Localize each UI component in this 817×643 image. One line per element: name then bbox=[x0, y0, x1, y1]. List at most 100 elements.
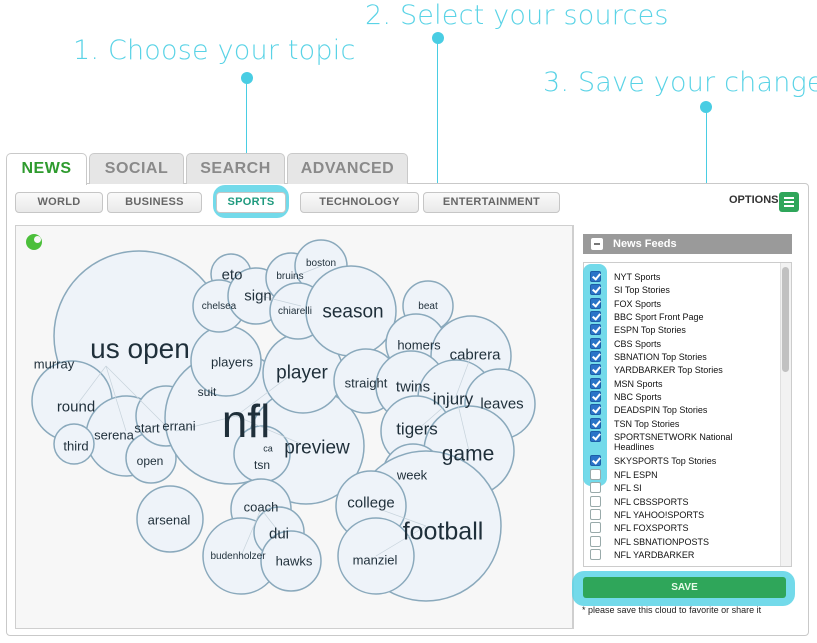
feed-checkbox[interactable] bbox=[590, 404, 601, 415]
feed-label: SI Top Stories bbox=[614, 285, 670, 295]
feed-checkbox[interactable] bbox=[590, 455, 601, 466]
word-arsenal[interactable]: arsenal bbox=[147, 512, 191, 528]
feed-checkbox[interactable] bbox=[590, 391, 601, 402]
word-tsn[interactable]: tsn bbox=[253, 458, 271, 472]
callout-save-changes: 3. Save your changes bbox=[543, 67, 817, 98]
feed-checkbox[interactable] bbox=[590, 549, 601, 560]
feed-checkbox[interactable] bbox=[590, 509, 601, 520]
word-manziel[interactable]: manziel bbox=[352, 552, 398, 568]
feed-label: FOX Sports bbox=[614, 299, 662, 309]
feed-checkbox[interactable] bbox=[590, 496, 601, 507]
word-us-open[interactable]: us open bbox=[90, 333, 190, 364]
feed-checkbox[interactable] bbox=[590, 271, 601, 282]
subtab-business[interactable]: BUSINESS bbox=[107, 192, 202, 213]
word-homers[interactable]: homers bbox=[397, 337, 441, 353]
feed-label: NFL YAHOO!SPORTS bbox=[614, 510, 705, 520]
tab-news[interactable]: NEWS bbox=[6, 153, 87, 185]
word-players[interactable]: players bbox=[211, 354, 253, 370]
word-chelsea[interactable]: chelsea bbox=[201, 301, 237, 312]
feed-checkbox[interactable] bbox=[590, 536, 601, 547]
feed-checkbox[interactable] bbox=[590, 469, 601, 480]
save-button[interactable]: SAVE bbox=[583, 577, 786, 598]
word-hawks[interactable]: hawks bbox=[275, 553, 313, 569]
options-menu-icon[interactable] bbox=[779, 192, 799, 212]
feed-checkbox[interactable] bbox=[590, 324, 601, 335]
word-player[interactable]: player bbox=[276, 362, 328, 384]
feeds-scrollbar[interactable] bbox=[780, 263, 791, 566]
word-coach[interactable]: coach bbox=[243, 499, 279, 515]
word-bruins[interactable]: bruins bbox=[276, 271, 304, 282]
word-injury[interactable]: injury bbox=[432, 389, 474, 409]
tab-search[interactable]: SEARCH bbox=[186, 153, 285, 184]
word-open[interactable]: open bbox=[136, 454, 164, 468]
bubble-group bbox=[31, 239, 536, 602]
bubble-third bbox=[53, 423, 95, 465]
word-chiarelli[interactable]: chiarelli bbox=[278, 306, 312, 317]
callout-dot-sources bbox=[432, 32, 444, 44]
feed-label: YARDBARKER Top Stories bbox=[614, 365, 723, 375]
word-leaves[interactable]: leaves bbox=[480, 395, 524, 413]
word-eto[interactable]: eto bbox=[221, 266, 243, 284]
word-twins[interactable]: twins bbox=[395, 378, 431, 396]
feed-checkbox[interactable] bbox=[590, 431, 601, 442]
subtab-world[interactable]: WORLD bbox=[15, 192, 103, 213]
news-feeds-header[interactable]: News Feeds bbox=[583, 234, 792, 254]
feed-label: NFL ESPN bbox=[614, 470, 658, 480]
word-budenholzer[interactable]: budenholzer bbox=[210, 551, 266, 562]
feeds-scrollbar-thumb[interactable] bbox=[782, 267, 789, 372]
word-nfl[interactable]: nfl bbox=[221, 395, 271, 447]
word-season[interactable]: season bbox=[322, 301, 384, 323]
word-suit[interactable]: suit bbox=[197, 385, 217, 399]
word-errani[interactable]: errani bbox=[162, 418, 196, 434]
word-dui[interactable]: dui bbox=[268, 525, 290, 543]
options-label: OPTIONS bbox=[729, 194, 779, 206]
word-start[interactable]: start bbox=[134, 420, 160, 436]
feed-checkbox[interactable] bbox=[590, 378, 601, 389]
feed-label: BBC Sport Front Page bbox=[614, 312, 704, 322]
tab-advanced[interactable]: ADVANCED bbox=[287, 153, 408, 184]
word-sign[interactable]: sign bbox=[244, 287, 272, 305]
word-murray[interactable]: murray bbox=[33, 356, 75, 372]
feed-label: CBS Sports bbox=[614, 339, 662, 349]
word-cabrera[interactable]: cabrera bbox=[449, 346, 501, 364]
subtab-technology[interactable]: TECHNOLOGY bbox=[300, 192, 419, 213]
feed-label: NFL SBNATIONPOSTS bbox=[614, 537, 710, 547]
feed-checkbox[interactable] bbox=[590, 351, 601, 362]
word-boston[interactable]: boston bbox=[305, 258, 337, 269]
feed-label: ESPN Top Stories bbox=[614, 325, 686, 335]
word-week[interactable]: week bbox=[396, 467, 428, 483]
feed-label: NFL CBSSPORTS bbox=[614, 497, 689, 507]
word-game[interactable]: game bbox=[441, 442, 495, 466]
feed-label: NYT Sports bbox=[614, 272, 661, 282]
feed-checkbox[interactable] bbox=[590, 338, 601, 349]
word-ca[interactable]: ca bbox=[263, 443, 273, 454]
save-note: * please save this cloud to favorite or … bbox=[582, 605, 762, 615]
feed-checkbox[interactable] bbox=[590, 364, 601, 375]
feed-label: TSN Top Stories bbox=[614, 419, 680, 429]
subtab-sports[interactable]: SPORTS bbox=[216, 192, 286, 213]
feed-checkbox[interactable] bbox=[590, 284, 601, 295]
collapse-minus-icon[interactable] bbox=[591, 238, 603, 250]
feed-checkbox[interactable] bbox=[590, 418, 601, 429]
feed-checkbox[interactable] bbox=[590, 482, 601, 493]
bubble-hawks bbox=[260, 530, 322, 592]
subtab-entertainment[interactable]: ENTERTAINMENT bbox=[423, 192, 560, 213]
tab-social[interactable]: SOCIAL bbox=[89, 153, 184, 184]
word-round[interactable]: round bbox=[56, 398, 96, 416]
word-beat[interactable]: beat bbox=[418, 301, 438, 312]
word-tigers[interactable]: tigers bbox=[396, 419, 438, 439]
feed-checkbox[interactable] bbox=[590, 298, 601, 309]
word-college[interactable]: college bbox=[347, 494, 395, 512]
word-serena[interactable]: serena bbox=[94, 427, 134, 443]
feed-checkbox[interactable] bbox=[590, 311, 601, 322]
callout-dot-topic bbox=[241, 72, 253, 84]
feed-label: SPORTSNETWORK National Headlines bbox=[614, 432, 733, 452]
word-straight[interactable]: straight bbox=[344, 375, 388, 391]
word-preview[interactable]: preview bbox=[284, 437, 350, 459]
bubble-shapes bbox=[31, 239, 536, 602]
word-football[interactable]: football bbox=[402, 517, 484, 546]
bubble-arsenal bbox=[136, 485, 204, 553]
feed-label: NFL FOXSPORTS bbox=[614, 523, 689, 533]
word-third[interactable]: third bbox=[63, 438, 89, 454]
feed-checkbox[interactable] bbox=[590, 522, 601, 533]
